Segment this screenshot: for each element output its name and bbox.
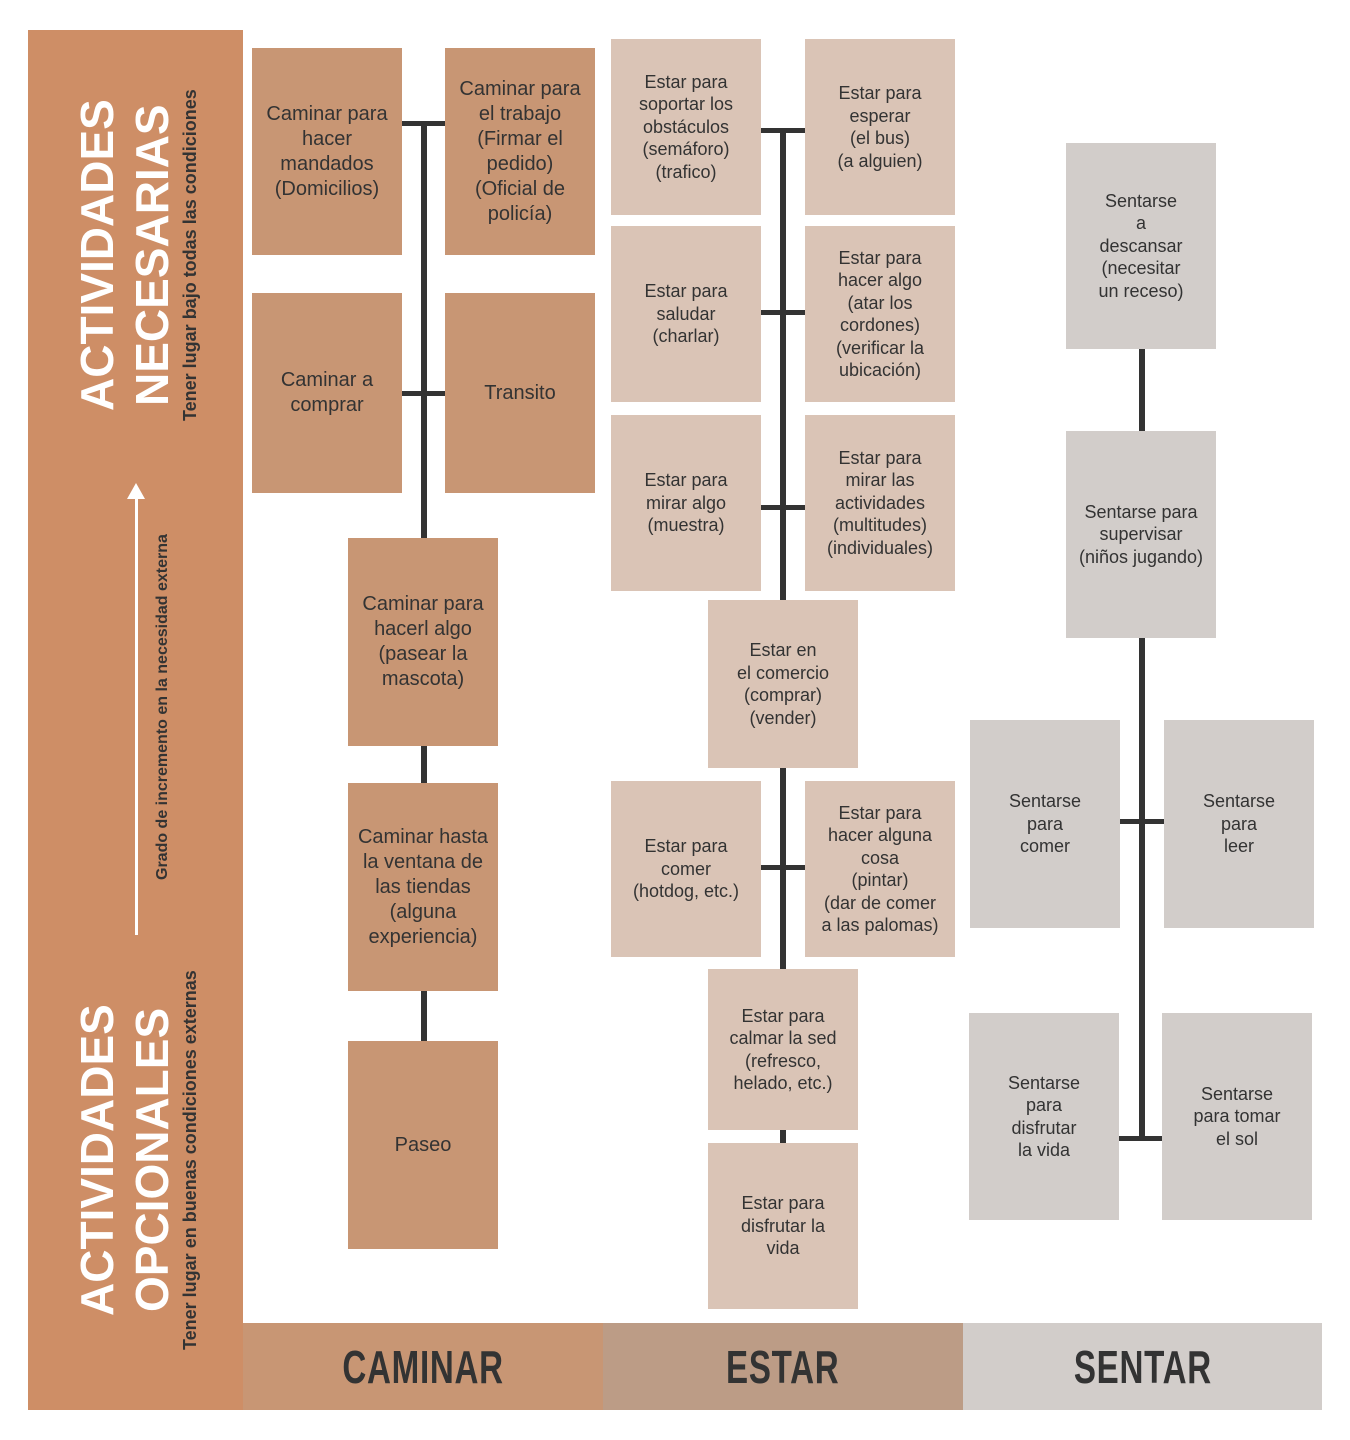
connector-line bbox=[1139, 349, 1145, 431]
bottom-title-line-1: ACTIVIDADES bbox=[71, 1004, 123, 1316]
estar-activity-box: Estar para disfrutar la vida bbox=[708, 1143, 858, 1309]
connector-line bbox=[402, 391, 445, 396]
sentar-activity-box: Sentarse para disfrutar la vida bbox=[969, 1013, 1119, 1220]
estar-activity-box: Estar para soportar los obstáculos (semá… bbox=[611, 39, 761, 215]
connector-line bbox=[402, 121, 445, 126]
sentar-activity-box: Sentarse para leer bbox=[1164, 720, 1314, 928]
bottom-subtitle: Tener lugar en buenas condiciones extern… bbox=[180, 970, 200, 1350]
sentar-activity-box: Sentarse para supervisar (niños jugando) bbox=[1066, 431, 1216, 638]
column-footer-sentar: SENTAR bbox=[963, 1323, 1322, 1410]
connector-line bbox=[421, 991, 427, 1041]
estar-activity-box: Estar para hacer alguna cosa (pintar) (d… bbox=[805, 781, 955, 957]
estar-activity-box: Estar para esperar (el bus) (a alguien) bbox=[805, 39, 955, 215]
estar-activity-box: Estar para mirar algo (muestra) bbox=[611, 415, 761, 591]
top-subtitle: Tener lugar bajo todas las condiciones bbox=[180, 89, 200, 421]
connector-line bbox=[1119, 1136, 1162, 1141]
sentar-activity-box: Sentarse para comer bbox=[970, 720, 1120, 928]
column-label: ESTAR bbox=[726, 1340, 840, 1393]
connector-line bbox=[780, 1130, 786, 1143]
sentar-activity-box: Sentarse para tomar el sol bbox=[1162, 1013, 1312, 1220]
sentar-activity-box: Sentarse a descansar (necesitar un reces… bbox=[1066, 143, 1216, 349]
caminar-activity-box: Caminar para hacer mandados (Domicilios) bbox=[252, 48, 402, 255]
column-label: CAMINAR bbox=[342, 1340, 504, 1393]
estar-activity-box: Estar para comer (hotdog, etc.) bbox=[611, 781, 761, 957]
connector-line bbox=[761, 865, 805, 870]
connector-line bbox=[780, 130, 786, 600]
connector-line bbox=[1139, 638, 1145, 1141]
connector-line bbox=[421, 123, 427, 538]
necessity-axis-arrow bbox=[135, 494, 138, 935]
connector-line bbox=[761, 128, 805, 133]
estar-activity-box: Estar para mirar las actividades (multit… bbox=[805, 415, 955, 591]
estar-activity-box: Estar para calmar la sed (refresco, hela… bbox=[708, 969, 858, 1130]
caminar-activity-box: Transito bbox=[445, 293, 595, 493]
connector-line bbox=[761, 505, 805, 510]
caminar-activity-box: Caminar para el trabajo (Firmar el pedid… bbox=[445, 48, 595, 255]
caminar-activity-box: Caminar a comprar bbox=[252, 293, 402, 493]
column-footer-estar: ESTAR bbox=[603, 1323, 963, 1410]
caminar-activity-box: Caminar para hacerl algo (pasear la masc… bbox=[348, 538, 498, 746]
estar-activity-box: Estar en el comercio (comprar) (vender) bbox=[708, 600, 858, 768]
estar-activity-box: Estar para saludar (charlar) bbox=[611, 226, 761, 402]
connector-line bbox=[1120, 819, 1164, 824]
axis-label: Grado de incremento en la necesidad exte… bbox=[154, 534, 171, 881]
caminar-activity-box: Paseo bbox=[348, 1041, 498, 1249]
connector-line bbox=[761, 310, 805, 315]
arrow-up-icon bbox=[127, 483, 145, 499]
estar-activity-box: Estar para hacer algo (atar los cordones… bbox=[805, 226, 955, 402]
column-label: SENTAR bbox=[1073, 1340, 1212, 1393]
top-title-line-2: NECESARIAS bbox=[126, 104, 178, 406]
column-footer-caminar: CAMINAR bbox=[243, 1323, 603, 1410]
bottom-title-line-2: OPCIONALES bbox=[126, 1007, 178, 1313]
top-title-line-1: ACTIVIDADES bbox=[71, 99, 123, 411]
caminar-activity-box: Caminar hasta la ventana de las tiendas … bbox=[348, 783, 498, 991]
connector-line bbox=[421, 746, 427, 783]
